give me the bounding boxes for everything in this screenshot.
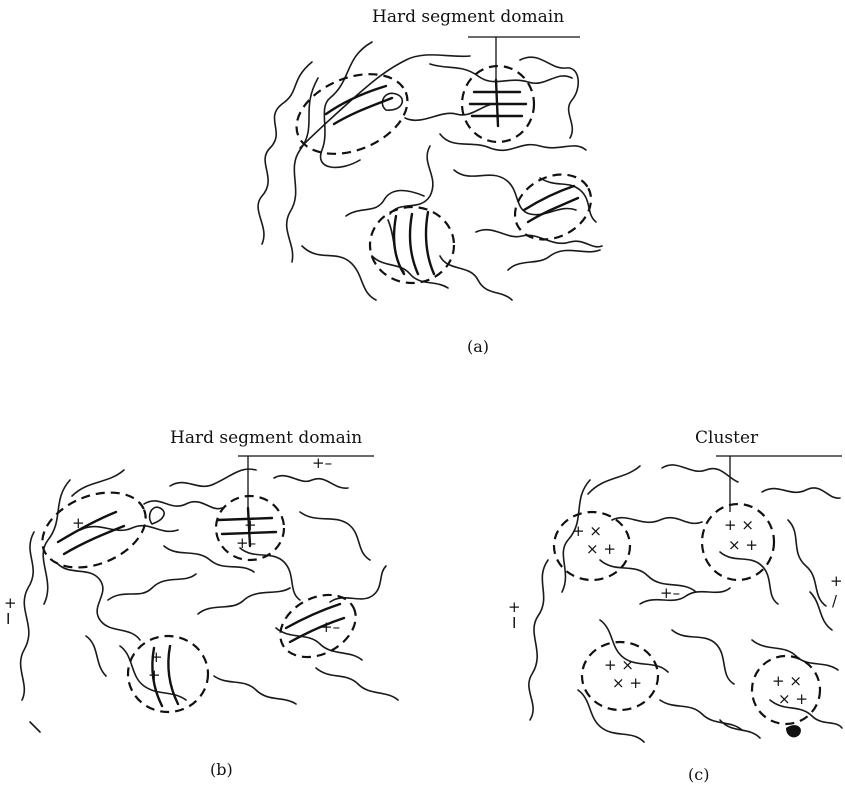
panel-b-chains xyxy=(21,469,398,732)
panel-a-leader-label: Hard segment domain xyxy=(372,7,564,27)
panel-a-hard-segments xyxy=(326,80,578,274)
svg-text:+: + xyxy=(72,514,85,532)
svg-text:/: / xyxy=(832,592,838,610)
svg-text:I: I xyxy=(512,614,516,632)
svg-text:× +: × + xyxy=(728,536,758,554)
panel-c-caption: (c) xyxy=(688,765,709,784)
panel-c-ionic-charges: + × × + + × × + +– + × × + + × × + + / +… xyxy=(508,516,843,708)
svg-text:+: + xyxy=(244,516,257,534)
panel-b-leader-label: Hard segment domain xyxy=(170,428,362,448)
svg-text:I: I xyxy=(6,610,10,628)
panel-c-leader-label: Cluster xyxy=(695,428,759,448)
svg-text:+ ×: + × xyxy=(724,516,754,534)
svg-text:× +: × + xyxy=(778,690,808,708)
panel-a: Hard segment domain xyxy=(258,7,602,356)
svg-text:+–: +– xyxy=(312,454,332,472)
panel-b-caption: (b) xyxy=(210,760,233,779)
svg-text:+–: +– xyxy=(660,584,680,602)
svg-text:+: + xyxy=(830,572,843,590)
svg-text:+–: +– xyxy=(320,618,340,636)
panel-a-caption: (a) xyxy=(467,337,489,356)
svg-text:+: + xyxy=(150,648,163,666)
svg-text:+: + xyxy=(148,666,161,684)
svg-text:+ ×: + × xyxy=(604,656,634,674)
panel-b-hard-segments xyxy=(58,508,344,706)
ink-blot xyxy=(786,725,801,737)
panel-c: Cluster xyxy=(508,428,843,784)
svg-text:+ ×: + × xyxy=(772,672,802,690)
panel-a-domain-outlines xyxy=(285,59,603,283)
panel-b: Hard segment domain xyxy=(4,428,398,779)
panel-b-ionic-charges: +– + + +– + + +– + I xyxy=(4,454,340,684)
svg-text:+–: +– xyxy=(236,534,256,552)
svg-text:× +: × + xyxy=(586,540,616,558)
svg-text:+ ×: + × xyxy=(572,522,602,540)
svg-text:× +: × + xyxy=(612,674,642,692)
